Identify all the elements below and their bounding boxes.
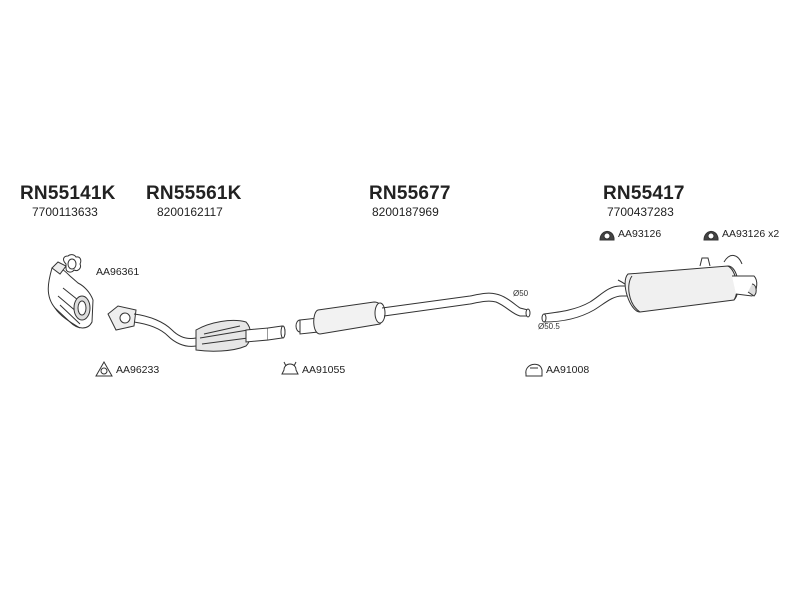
part-code-4: RN55417	[603, 183, 685, 204]
pipe-clamp-icon	[281, 361, 299, 375]
oe-number-2: 8200162117	[157, 205, 223, 219]
middle-silencer-drawing	[295, 292, 531, 335]
rear-silencer-drawing	[541, 255, 758, 323]
rubber-mount-icon	[599, 231, 615, 241]
part-code-2: RN55561K	[146, 183, 242, 204]
rubber-mount-icon	[703, 231, 719, 241]
accessory-label-rubber-mount: AA93126	[618, 228, 662, 240]
accessory-label-band-clamp: AA91008	[546, 364, 590, 376]
accessory-label-pipe-clamp: AA91055	[302, 364, 346, 376]
front-pipe-catalyst-drawing	[107, 305, 286, 352]
manifold-catalyst-drawing	[47, 261, 94, 329]
diameter-label-50-5: Ø50.5	[538, 322, 560, 331]
oe-number-1: 7700113633	[32, 205, 98, 219]
oe-number-4: 7700437283	[607, 205, 674, 219]
part-code-1: RN55141K	[20, 183, 116, 204]
oe-number-3: 8200187969	[372, 205, 439, 219]
gasket-icon	[95, 360, 113, 377]
diameter-label-50: Ø50	[513, 289, 529, 298]
accessory-label-gasket: AA96233	[116, 364, 160, 376]
accessory-label-clamp: AA96361	[96, 266, 140, 278]
accessory-label-rubber-mount-x2: AA93126 x2	[722, 228, 780, 240]
part-code-3: RN55677	[369, 183, 451, 204]
band-clamp-icon	[525, 363, 543, 377]
clamp-icon	[63, 254, 82, 273]
